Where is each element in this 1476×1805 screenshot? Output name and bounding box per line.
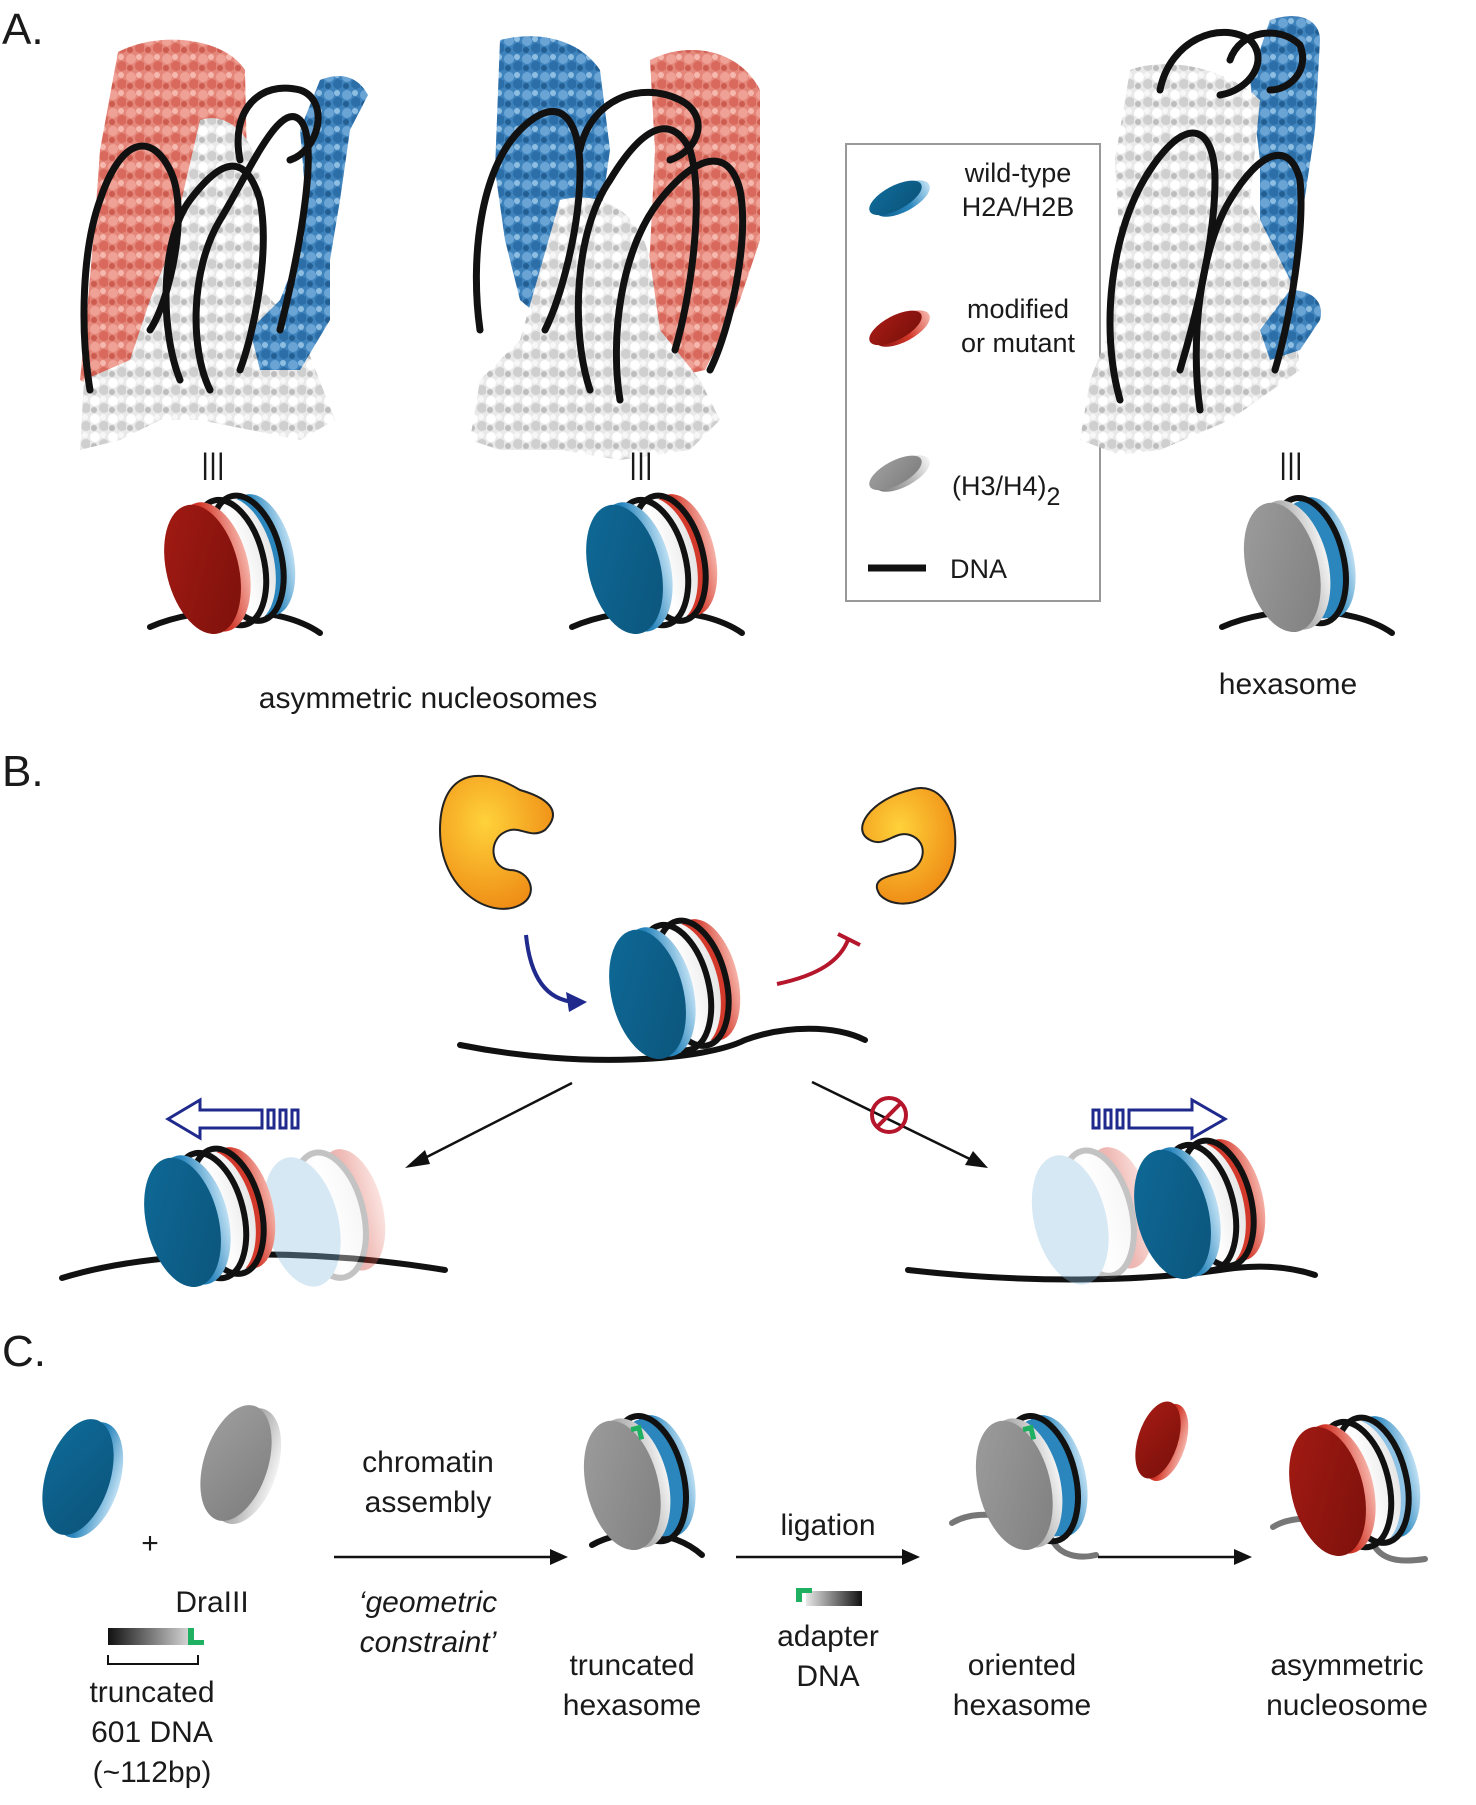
c-step1-italic-line1: ‘geometric bbox=[359, 1586, 497, 1619]
caption-hexasome: hexasome bbox=[1219, 668, 1357, 701]
enzyme-left bbox=[438, 774, 554, 910]
legend-h3h4-main: (H3/H4) bbox=[952, 471, 1047, 501]
c-oriented-line2: hexasome bbox=[953, 1689, 1091, 1722]
c-arrow-final bbox=[1098, 1549, 1252, 1565]
c-adapter-dna-bar bbox=[796, 1588, 862, 1606]
nucleosome-slid-left bbox=[59, 1145, 448, 1287]
c-plus-sign: + bbox=[141, 1527, 159, 1560]
structure-asymmetric-2 bbox=[470, 36, 760, 460]
c-h3h4-disc bbox=[200, 1405, 282, 1525]
panel-label-a: A. bbox=[2, 5, 44, 54]
legend-h3h4: (H3/H4)2 bbox=[952, 471, 1060, 511]
c-oriented-line1: oriented bbox=[968, 1649, 1076, 1682]
c-h2a-h2b-disc bbox=[42, 1419, 124, 1539]
c-step1-italic-line2: constraint’ bbox=[360, 1626, 498, 1659]
c-truncated-hexasome-line2: hexasome bbox=[563, 1689, 701, 1722]
arrow-slide-left bbox=[405, 1081, 573, 1168]
legend-frame bbox=[845, 143, 1101, 602]
c-draiii-label: DraIII bbox=[175, 1586, 248, 1619]
c-step1-line2: assembly bbox=[365, 1486, 492, 1519]
panel-label-c: C. bbox=[2, 1327, 46, 1376]
c-adapter-line2: DNA bbox=[796, 1660, 859, 1693]
legend-wildtype-disc bbox=[869, 180, 930, 217]
cartoon-asym-nucleosome-red-front bbox=[147, 492, 323, 636]
direction-arrow-left bbox=[165, 1097, 300, 1141]
c-asym-line1: asymmetric bbox=[1270, 1649, 1423, 1682]
c-oriented-hexasome bbox=[949, 1413, 1099, 1560]
enzyme-right bbox=[861, 787, 957, 905]
prohibited-icon bbox=[870, 1096, 908, 1134]
legend-modified-line1: modified bbox=[967, 294, 1069, 324]
legend-modified-disc bbox=[869, 310, 930, 347]
legend-wildtype-line2: H2A/H2B bbox=[962, 192, 1075, 222]
equiv-mark-3: ||| bbox=[1279, 448, 1302, 481]
inhibit-line bbox=[776, 932, 861, 986]
legend-h3h4-sub: 2 bbox=[1047, 483, 1061, 511]
structure-asymmetric-1 bbox=[80, 39, 368, 451]
structure-hexasome bbox=[1080, 16, 1321, 456]
c-asymmetric-nucleosome bbox=[1270, 1414, 1428, 1564]
legend-modified-line2: or mutant bbox=[961, 328, 1076, 358]
legend-wildtype-line1: wild-type bbox=[964, 158, 1072, 188]
c-truncated-hexasome bbox=[583, 1413, 705, 1558]
nucleosome-center-b bbox=[457, 917, 868, 1063]
c-truncated-dna-line2: 601 DNA bbox=[91, 1716, 213, 1749]
c-adapter-line1: adapter bbox=[777, 1620, 879, 1653]
legend-dna-label: DNA bbox=[950, 554, 1007, 584]
c-truncated-dna-line3: (~112bp) bbox=[93, 1756, 212, 1789]
panel-label-b: B. bbox=[2, 747, 44, 796]
caption-asymmetric-nucleosomes: asymmetric nucleosomes bbox=[259, 682, 597, 715]
c-truncated-dna-bar bbox=[107, 1628, 204, 1665]
c-arrow-ligation bbox=[736, 1549, 920, 1565]
c-truncated-hexasome-line1: truncated bbox=[569, 1649, 694, 1682]
c-step1-line1: chromatin bbox=[362, 1446, 494, 1479]
c-truncated-dna-line1: truncated bbox=[89, 1676, 214, 1709]
c-step2-ligation: ligation bbox=[780, 1509, 875, 1542]
legend-h3h4-disc bbox=[869, 455, 930, 492]
cartoon-asym-nucleosome-blue-front bbox=[569, 492, 745, 636]
legend: wild-type H2A/H2B modified or mutant (H3… bbox=[845, 143, 1101, 602]
direction-arrow-right bbox=[1091, 1097, 1229, 1141]
c-asym-line2: nucleosome bbox=[1266, 1689, 1428, 1722]
equiv-mark-1: ||| bbox=[201, 448, 224, 481]
arrow-slide-right-blocked bbox=[811, 1080, 988, 1168]
c-arrow-assembly bbox=[334, 1549, 568, 1565]
nucleosome-slid-right-blocked bbox=[905, 1137, 1318, 1285]
c-modified-dimer-disc bbox=[1135, 1401, 1189, 1482]
equiv-mark-2: ||| bbox=[629, 448, 652, 481]
cartoon-hexasome bbox=[1219, 495, 1395, 636]
recruit-arrow bbox=[524, 934, 587, 1012]
